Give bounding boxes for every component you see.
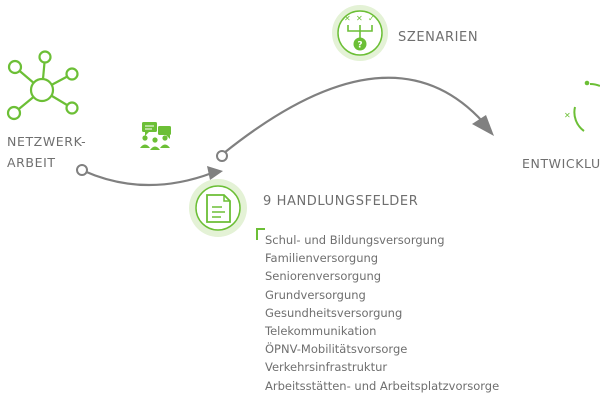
list-item: Schul- und Bildungsversorgung xyxy=(265,233,445,247)
list-item: Gesundheitsversorgung xyxy=(265,305,403,320)
lower-arrow xyxy=(76,164,223,187)
list-item: Verkehrsinfrastruktur xyxy=(265,360,388,375)
upper-arrow xyxy=(216,76,494,162)
list-item: Seniorenversorgung xyxy=(265,269,382,284)
list-item: Familienversorgung xyxy=(265,251,379,266)
handlungsfelder-list: Schul- und Bildungsversorgung Familienve… xyxy=(265,231,499,395)
szenarien-label: SZENARIEN xyxy=(398,30,479,45)
list-item: Arbeitsstätten- und Arbeitsplatzvorsorge xyxy=(265,378,500,393)
group-discussion-icon xyxy=(140,122,171,150)
document-icon xyxy=(189,179,247,237)
entwicklung-label: ENTWICKLU xyxy=(522,156,600,171)
netzwerk-label-line2: ARBEIT xyxy=(7,155,56,170)
handlungsfelder-title: 9 HANDLUNGSFELDER xyxy=(263,194,419,209)
decision-question-icon: ✕ ✕ ✓ ? xyxy=(332,5,388,61)
list-item: ÖPNV-Mobilitätsvorsorge xyxy=(265,342,408,357)
cycle-icon: ✕ xyxy=(564,80,600,132)
svg-text:✕: ✕ xyxy=(356,14,363,23)
list-item: Grundversorgung xyxy=(265,287,366,302)
netzwerk-label-line1: NETZWERK- xyxy=(7,134,87,149)
list-bracket xyxy=(256,228,265,240)
svg-text:✕: ✕ xyxy=(344,14,351,23)
svg-text:✓: ✓ xyxy=(368,14,375,23)
list-item: Telekommunikation xyxy=(265,324,377,339)
network-hub-icon xyxy=(6,50,79,121)
svg-text:?: ? xyxy=(357,41,362,51)
svg-text:✕: ✕ xyxy=(564,111,571,120)
